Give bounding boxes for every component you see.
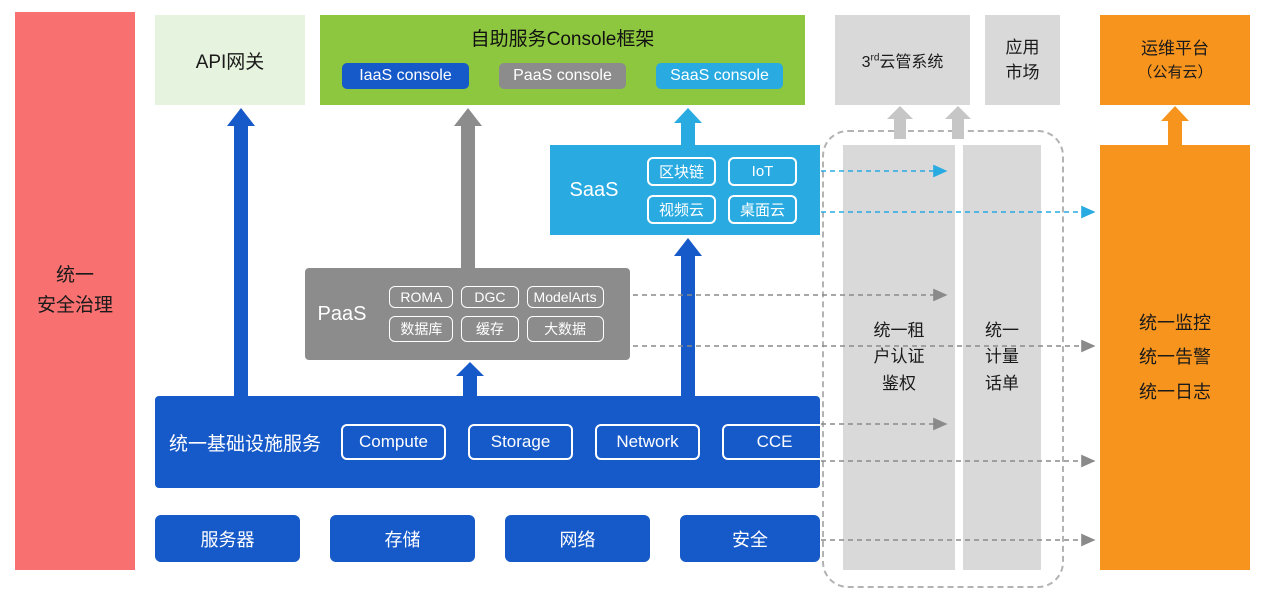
metering-bar: 统一 计量 话单 — [963, 145, 1041, 570]
network-box: 网络 — [505, 515, 650, 562]
paas-label: PaaS — [317, 302, 367, 325]
paas-item-dgc: DGC — [461, 286, 519, 308]
arrow-paas-to-console — [454, 108, 482, 268]
third-party-cloud-mgmt-label: 3rd云管系统 — [862, 48, 944, 72]
console-chip-row: IaaS console PaaS console SaaS console — [320, 63, 805, 89]
security-governance-line: 安全治理 — [36, 295, 113, 316]
infra-item-cce: CCE — [722, 424, 828, 460]
monitoring-column: 统一监控 统一告警 统一日志 — [1100, 145, 1250, 570]
shared-services-dashed-frame — [822, 130, 1064, 588]
infra-item-compute: Compute — [341, 424, 447, 460]
metering-bar-line: 统一 — [985, 320, 1019, 340]
saas-item-iot: IoT — [728, 156, 798, 186]
om-platform-line: （公有云） — [1137, 63, 1213, 81]
arrow-metering-to-cloud-mgmt — [945, 106, 971, 139]
security-governance-bar: 统一 安全治理 — [15, 12, 135, 570]
arrow-saas-to-saas-console — [674, 108, 702, 145]
app-market-line: 应用 — [1005, 37, 1040, 57]
app-market-box: 应用 市场 — [985, 15, 1060, 105]
console-framework-box: 自助服务Console框架 IaaS console PaaS console … — [320, 15, 805, 105]
third-party-sup: rd — [870, 52, 880, 64]
storage-label: 存储 — [384, 529, 421, 550]
paas-item-bigdata: 大数据 — [526, 316, 604, 342]
om-platform-box: 运维平台 （公有云） — [1100, 15, 1250, 105]
console-framework-title: 自助服务Console框架 — [470, 29, 655, 50]
server-label: 服务器 — [200, 529, 255, 550]
storage-box: 存储 — [330, 515, 475, 562]
security-governance-line: 统一 — [55, 264, 94, 286]
arrow-infra-to-api-gateway — [227, 108, 255, 396]
third-party-suffix: 云管系统 — [879, 54, 944, 71]
infra-item-storage: Storage — [468, 424, 574, 460]
security-box: 安全 — [680, 515, 820, 562]
api-gateway-label: API网关 — [195, 51, 265, 73]
iaas-console-chip: IaaS console — [342, 63, 469, 89]
saas-label: SaaS — [569, 178, 619, 201]
metering-bar-line: 计量 — [985, 347, 1019, 367]
paas-item-modelarts: ModelArts — [526, 286, 604, 308]
paas-item-cache: 缓存 — [461, 316, 519, 342]
saas-item-desktop-cloud: 桌面云 — [728, 194, 798, 224]
saas-box: SaaS 区块链 IoT 视频云 桌面云 — [550, 145, 820, 235]
auth-bar-line: 统一租 — [873, 320, 925, 340]
arrow-monitoring-to-om-platform — [1161, 106, 1189, 145]
infra-item-network: Network — [595, 424, 701, 460]
monitoring-line: 统一告警 — [1139, 347, 1211, 368]
infrastructure-box: 统一基础设施服务 Compute Storage Network CCE — [155, 396, 828, 488]
third-party-prefix: 3 — [861, 54, 871, 71]
paas-box: PaaS ROMA DGC ModelArts 数据库 缓存 大数据 — [305, 268, 630, 360]
arrow-infra-to-saas — [674, 238, 702, 396]
om-platform-line: 运维平台 — [1140, 39, 1209, 58]
metering-bar-line: 话单 — [985, 373, 1019, 393]
auth-bar-line: 鉴权 — [882, 373, 916, 393]
auth-bar-line: 户认证 — [873, 347, 925, 367]
saas-console-chip: SaaS console — [656, 63, 783, 89]
saas-item-video-cloud: 视频云 — [646, 194, 716, 224]
paas-item-roma: ROMA — [389, 286, 454, 308]
api-gateway-box: API网关 — [155, 15, 305, 105]
security-label: 安全 — [732, 529, 768, 550]
server-box: 服务器 — [155, 515, 300, 562]
network-label: 网络 — [559, 529, 596, 550]
paas-item-database: 数据库 — [389, 316, 454, 342]
monitoring-line: 统一日志 — [1139, 381, 1211, 402]
paas-console-chip: PaaS console — [499, 63, 626, 89]
arrow-auth-to-cloud-mgmt — [887, 106, 913, 139]
auth-bar: 统一租 户认证 鉴权 — [843, 145, 955, 570]
app-market-line: 市场 — [1005, 63, 1040, 82]
third-party-cloud-mgmt-box: 3rd云管系统 — [835, 15, 970, 105]
infrastructure-label: 统一基础设施服务 — [169, 433, 322, 455]
arrow-infra-to-paas — [456, 362, 484, 396]
monitoring-line: 统一监控 — [1139, 313, 1211, 334]
saas-item-blockchain: 区块链 — [646, 156, 716, 186]
